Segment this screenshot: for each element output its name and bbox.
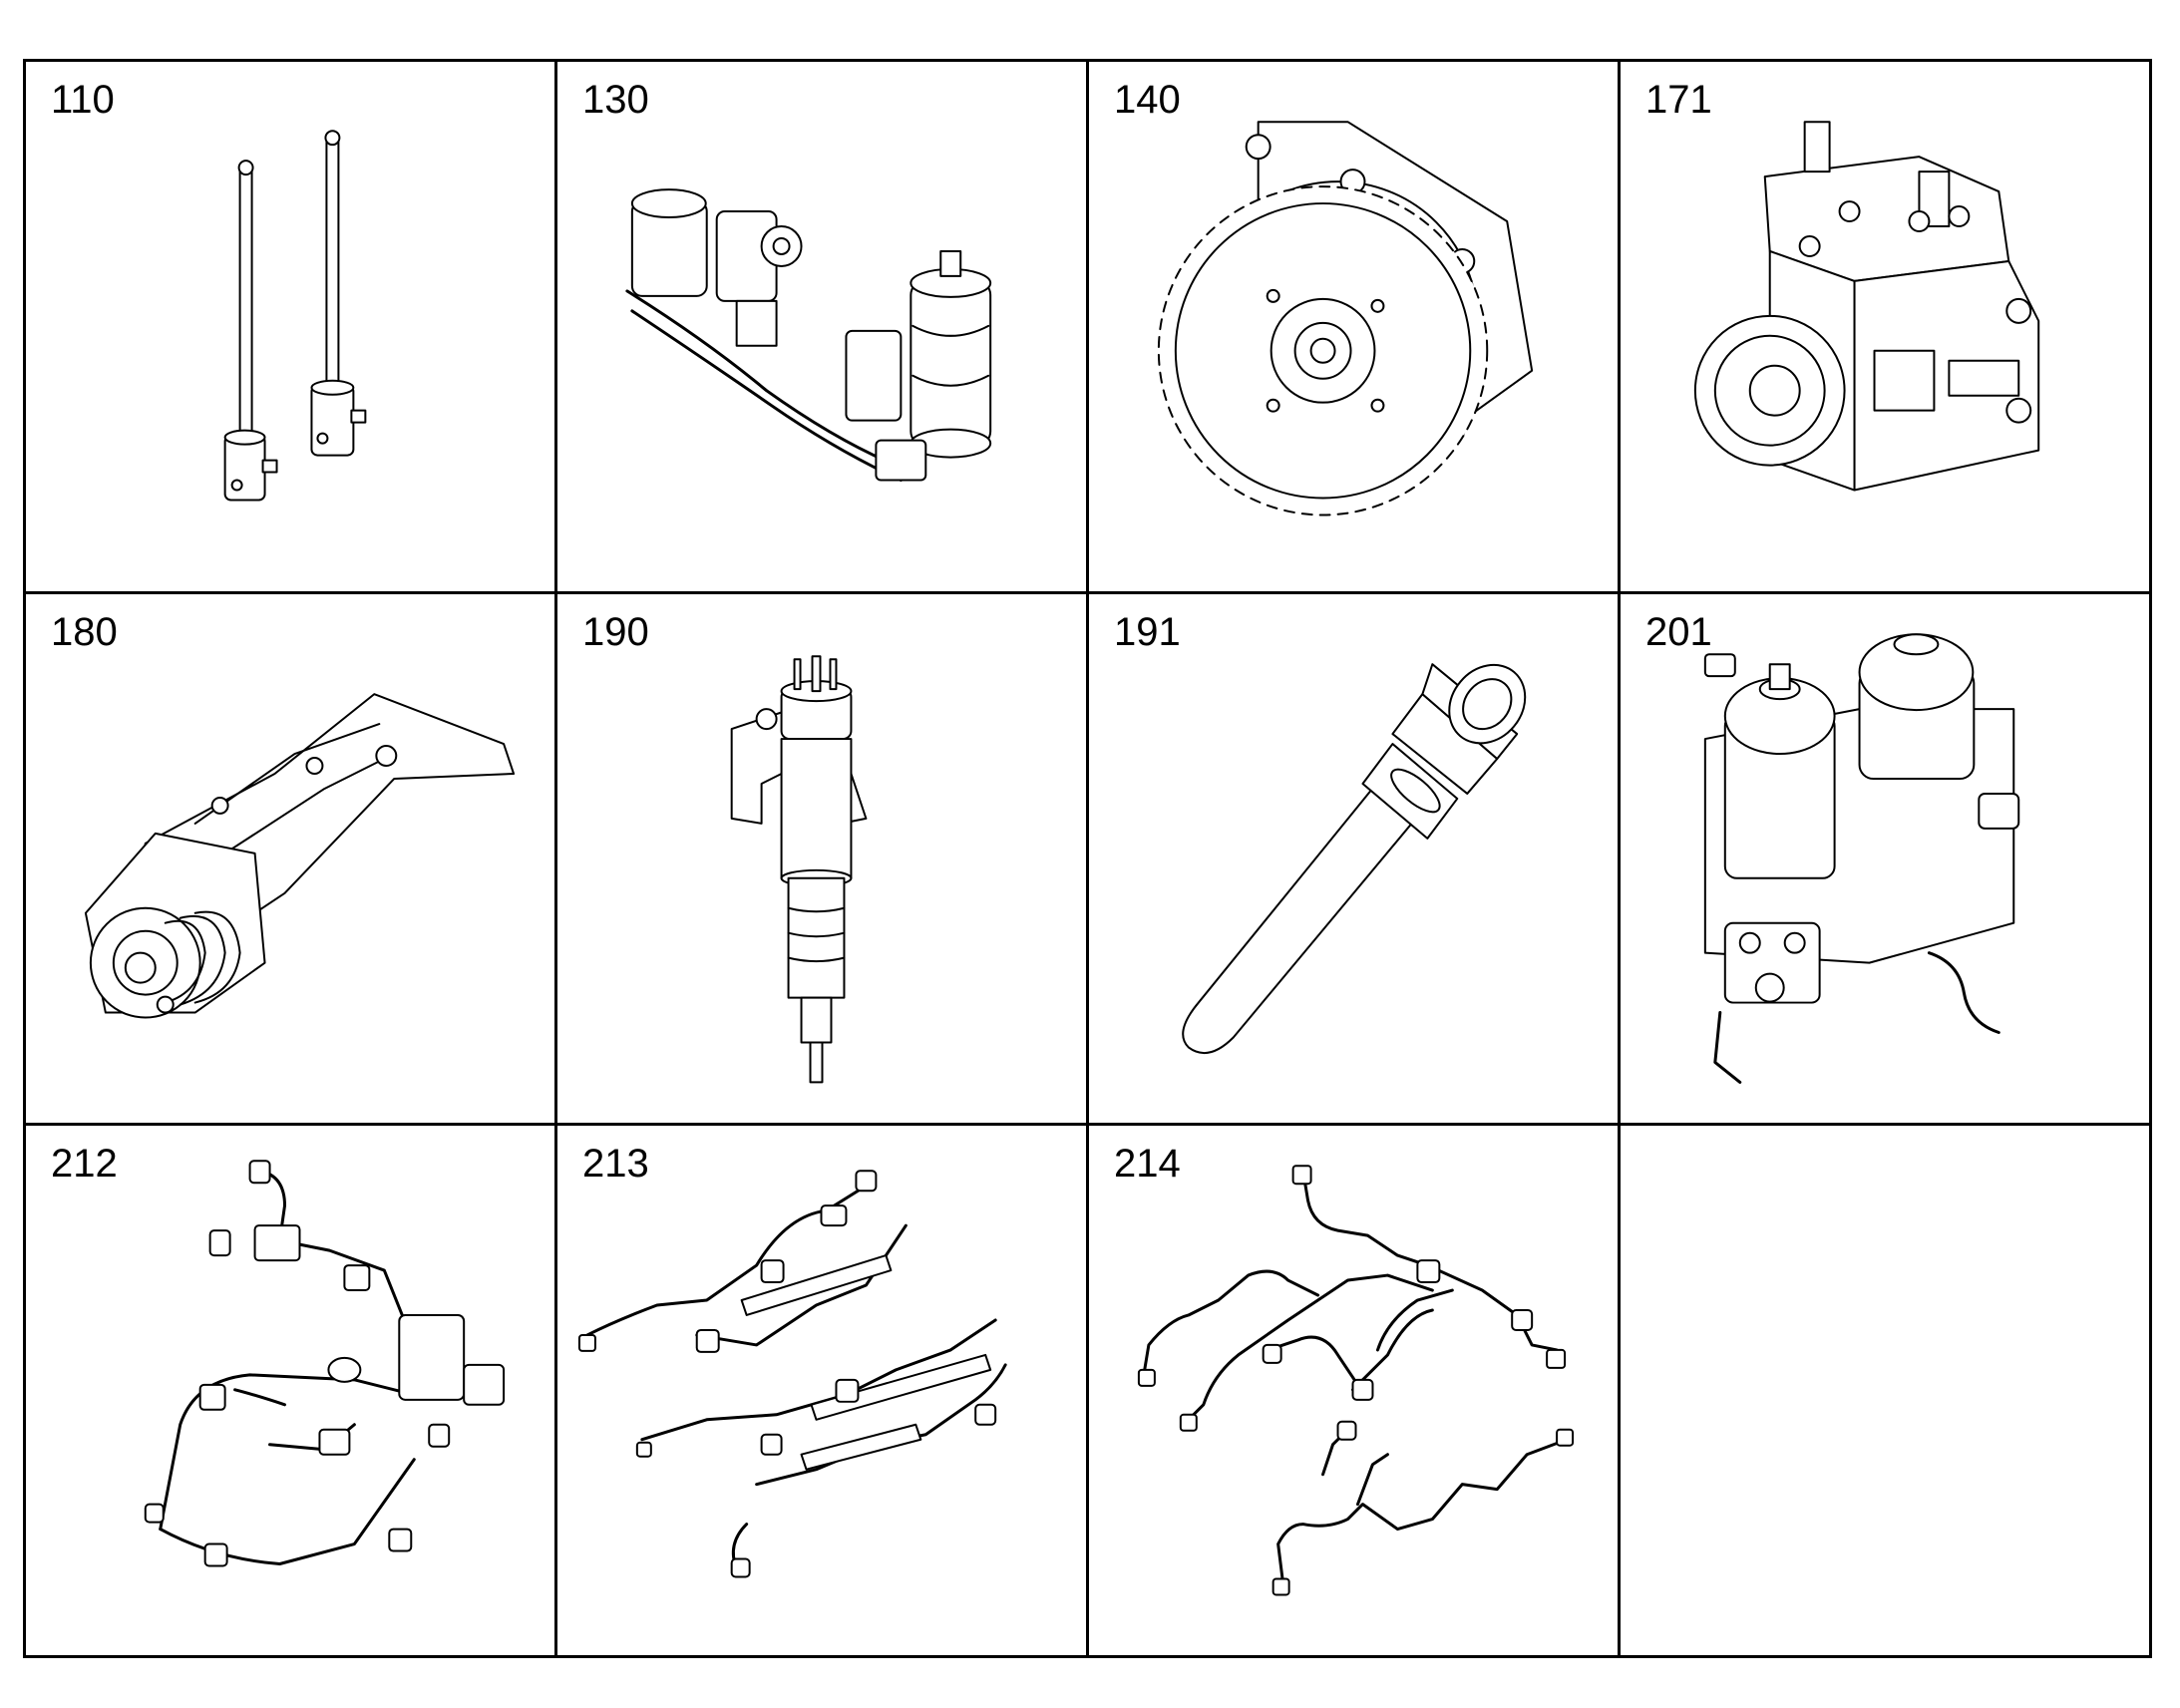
part-number: 171 xyxy=(1645,78,1712,122)
parts-catalog-grid: 110 130 xyxy=(23,59,2152,1658)
part-cell-110[interactable]: 110 xyxy=(26,62,557,594)
part-cell-190[interactable]: 190 xyxy=(557,593,1089,1127)
part-number: 191 xyxy=(1114,609,1181,654)
injection-line-harness-icon xyxy=(577,1170,1007,1578)
part-number: 140 xyxy=(1114,78,1181,122)
part-number: 213 xyxy=(582,1142,649,1187)
part-number: 214 xyxy=(1114,1142,1181,1187)
part-cell-213[interactable]: 213 xyxy=(557,1126,1089,1658)
part-cell-140[interactable]: 140 xyxy=(1089,62,1621,594)
part-number: 130 xyxy=(582,78,649,122)
gear-pump-icon xyxy=(1157,121,1534,516)
high-pressure-pump-icon xyxy=(1693,121,2040,492)
part-cell-180[interactable]: 180 xyxy=(26,593,557,1127)
nozzle-holder-icon xyxy=(1182,662,1527,1054)
part-number: 201 xyxy=(1645,609,1712,654)
part-cell-191[interactable]: 191 xyxy=(1089,593,1621,1127)
part-cell-171[interactable]: 171 xyxy=(1621,62,2152,594)
fuel-line-set-icon xyxy=(144,1160,506,1567)
pump-drive-assembly-icon xyxy=(84,692,516,1019)
part-number: 190 xyxy=(582,609,649,654)
injector-icon xyxy=(730,654,868,1084)
part-number: 180 xyxy=(51,609,118,654)
part-cell-214[interactable]: 214 xyxy=(1089,1126,1621,1658)
fuel-module-icon xyxy=(625,188,992,483)
part-cell-201[interactable]: 201 xyxy=(1621,593,2152,1127)
pushrod-pair-icon xyxy=(223,130,367,502)
part-cell-130[interactable]: 130 xyxy=(557,62,1089,594)
part-cell-212[interactable]: 212 xyxy=(26,1126,557,1658)
injection-pipe-set-icon xyxy=(1137,1165,1575,1596)
part-number: 110 xyxy=(51,78,115,122)
fuel-filter-module-icon xyxy=(1703,632,2020,1084)
part-number: 212 xyxy=(51,1142,118,1187)
empty-cell xyxy=(1621,1126,2152,1658)
